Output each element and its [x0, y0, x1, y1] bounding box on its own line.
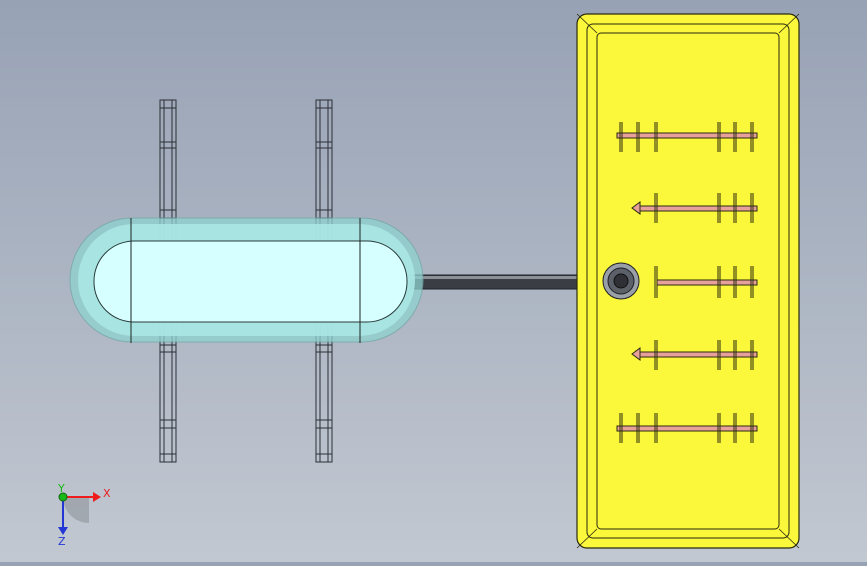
- coordinate-triad: X Y Z: [57, 482, 111, 548]
- x-axis-label: X: [103, 487, 111, 500]
- connecting-pipe[interactable]: [410, 274, 610, 290]
- y-axis-label: Y: [57, 482, 65, 495]
- rack-row-3[interactable]: [654, 266, 758, 298]
- rack-row-1[interactable]: [616, 122, 758, 152]
- rack-row-4[interactable]: [631, 340, 758, 370]
- rack-row-5[interactable]: [616, 413, 758, 443]
- pipe-fitting[interactable]: [602, 262, 640, 300]
- rack-row-2[interactable]: [631, 193, 758, 223]
- z-axis-label: Z: [58, 535, 66, 548]
- z-axis-arrow-icon: [58, 527, 68, 535]
- x-axis-arrow-icon: [93, 492, 101, 502]
- glass-vessel[interactable]: [69, 217, 424, 343]
- y-axis-dot-icon: [58, 492, 68, 502]
